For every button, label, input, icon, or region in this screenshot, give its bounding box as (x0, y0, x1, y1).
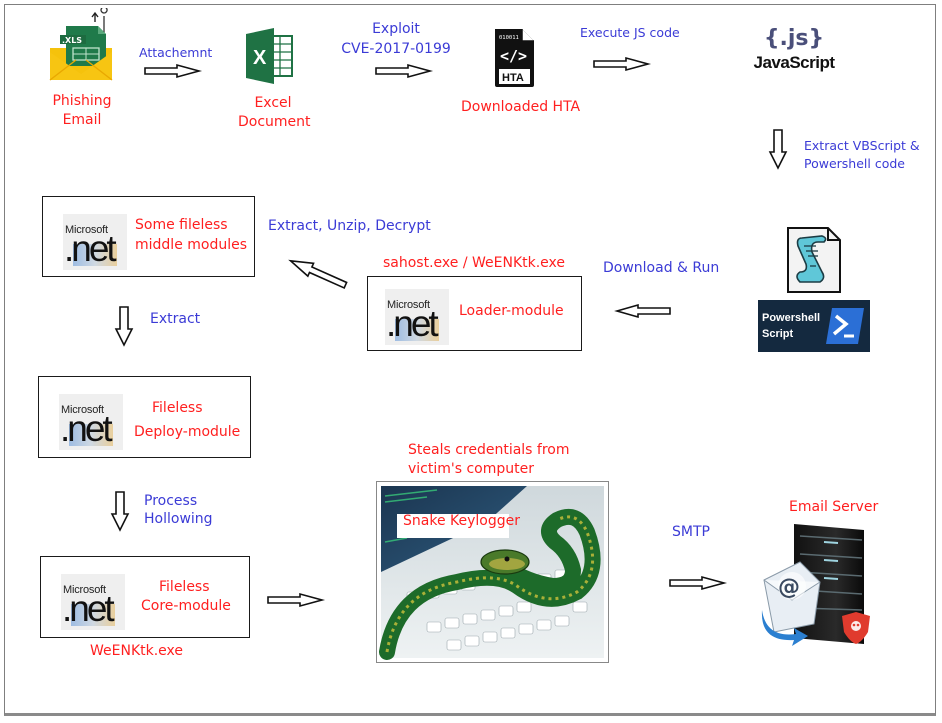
powershell-prompt-icon (826, 308, 864, 344)
excel-document-node: X Excel Document (226, 28, 322, 138)
hta-file-icon: 010011 </> HTA (495, 29, 534, 87)
svg-text:</>: </> (500, 47, 527, 65)
arrow-down-icon (768, 129, 788, 170)
middle-modules-box: Microsoft .net Some fileless middle modu… (42, 196, 255, 277)
powershell-label-line1: Powershell (762, 312, 821, 324)
dotnet-logo: Microsoft .net (385, 289, 449, 345)
excel-label-line2: Document (238, 114, 311, 130)
core-module-box: Microsoft .net Fileless Core-module (40, 556, 250, 638)
email-server-icon: @ (761, 524, 870, 646)
excel-icon: X (246, 28, 293, 84)
snake-caption-line2: victim's computer (408, 461, 534, 477)
edge-label-extract-unzip-decrypt: Extract, Unzip, Decrypt (268, 218, 431, 234)
deploy-module-label-line2: Deploy-module (134, 424, 241, 440)
javascript-icon: {.js} (763, 26, 825, 51)
arrow-down-icon (114, 306, 134, 347)
phishing-email-node: .XLS Phishing Email (46, 8, 118, 128)
middle-modules-label-line2: middle modules (135, 237, 248, 253)
snake-on-keyboard-illustration (379, 486, 604, 660)
dotnet-logo: Microsoft .net (63, 214, 127, 270)
loader-module-label: Loader-module (459, 303, 564, 319)
dotnet-logo: Microsoft .net (61, 574, 125, 630)
arrow-up-left-icon (288, 259, 348, 289)
arrow-right-icon (375, 63, 434, 79)
edge-label-exploit-line2: CVE-2017-0199 (341, 41, 451, 57)
edge-label-execute-js: Execute JS code (580, 25, 680, 40)
edge-label-process-hollowing-line1: Process (144, 493, 198, 509)
phishing-email-label-line1: Phishing (52, 93, 112, 109)
svg-text:.XLS: .XLS (62, 36, 82, 45)
arrow-right-icon (144, 63, 203, 79)
deploy-module-box: Microsoft .net Fileless Deploy-module (38, 376, 251, 458)
snake-keylogger-image: Snake Keylogger (376, 481, 609, 663)
svg-text:HTA: HTA (502, 72, 524, 84)
email-server-label: Email Server (789, 499, 879, 515)
edge-label-attachment: Attachemnt (139, 45, 213, 60)
dotnet-logo: Microsoft .net (59, 394, 123, 450)
edge-label-process-hollowing-line2: Hollowing (144, 511, 213, 527)
javascript-node: {.js} JavaScript (744, 26, 844, 74)
deploy-module-label-line1: Fileless (152, 400, 203, 416)
svg-text:010011: 010011 (499, 35, 519, 41)
edge-label-extract-vbs-line1: Extract VBScript & (804, 138, 920, 153)
edge-label-smtp: SMTP (672, 524, 710, 540)
core-module-label-line1: Fileless (159, 579, 210, 595)
snake-keylogger-overlay-label: Snake Keylogger (403, 513, 520, 529)
arrow-left-icon (614, 303, 671, 319)
edge-label-extract: Extract (150, 311, 201, 327)
core-module-label-line2: Core-module (141, 598, 231, 614)
script-file-icon (787, 227, 841, 293)
edge-label-extract-vbs-line2: Powershell code (804, 156, 905, 171)
core-module-footer: WeENKtk.exe (90, 643, 184, 659)
arrow-right-icon (593, 56, 652, 72)
edge-label-download-run: Download & Run (603, 260, 720, 276)
arrow-right-icon (669, 575, 728, 591)
email-xls-attachment-icon: .XLS (49, 8, 113, 81)
downloaded-hta-label: Downloaded HTA (461, 99, 581, 115)
middle-modules-label-line1: Some fileless (135, 217, 228, 233)
diagram-frame (4, 4, 936, 716)
snake-caption-line1: Steals credentials from (408, 442, 570, 458)
svg-text:X: X (253, 47, 267, 69)
arrow-right-icon (267, 592, 326, 608)
javascript-label: JavaScript (753, 53, 836, 72)
svg-text:@: @ (778, 575, 800, 600)
loader-module-header: sahost.exe / WeENKtk.exe (383, 255, 566, 271)
edge-label-exploit-line1: Exploit (372, 21, 420, 37)
loader-module-box: Microsoft .net Loader-module (367, 276, 582, 351)
excel-label-line1: Excel (254, 95, 292, 111)
phishing-email-label-line2: Email (62, 112, 102, 128)
arrow-down-icon (110, 491, 130, 532)
powershell-label-line2: Script (762, 328, 794, 340)
powershell-icon: Powershell Script (758, 300, 870, 352)
